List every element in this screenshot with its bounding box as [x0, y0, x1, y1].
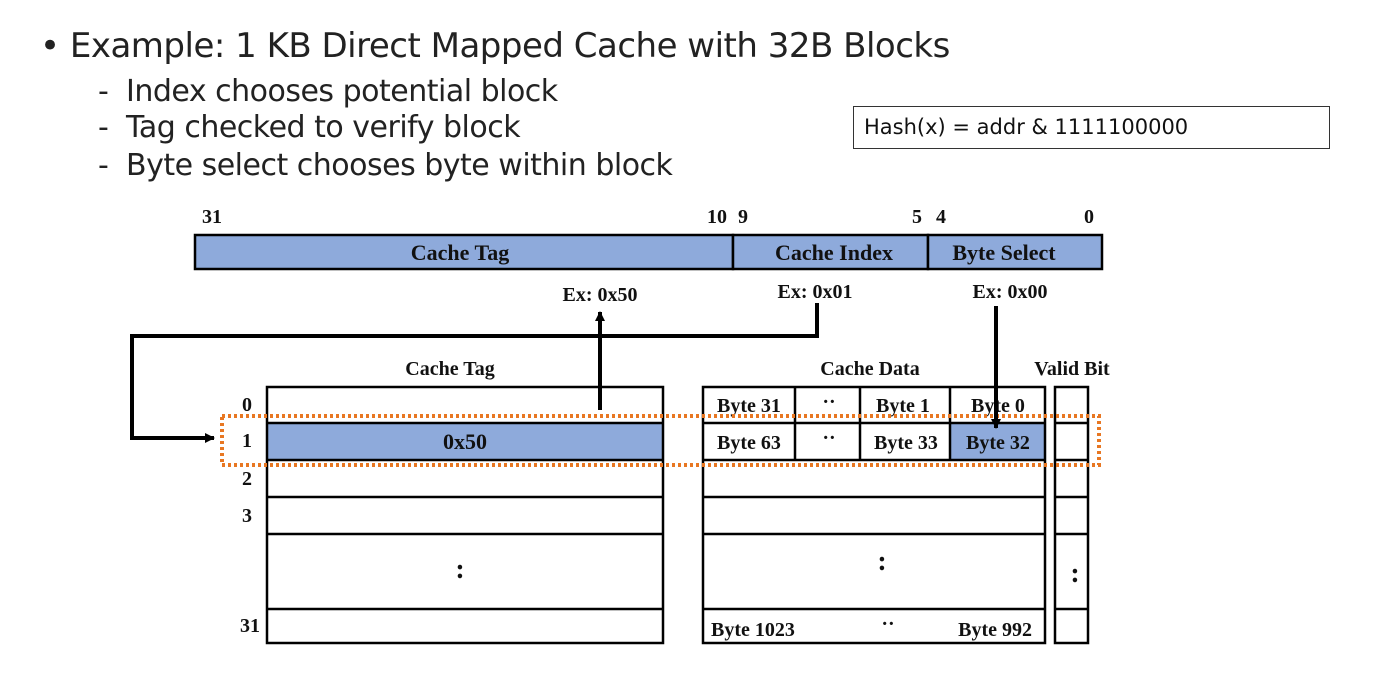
cache-data-column: Byte 31 ·· Byte 1 Byte 0 Byte 63 ·· Byte…: [701, 385, 1047, 645]
bullet-dash: -: [98, 74, 109, 109]
row-highlight-outline: [220, 414, 1101, 467]
byte-1023: Byte 1023: [711, 619, 795, 641]
field-byte-select-label: Byte Select: [952, 240, 1056, 265]
bullet-sub-text: Tag checked to verify block: [126, 110, 521, 145]
row-label-2: 2: [242, 468, 252, 490]
bullet-sub-tag: -Tag checked to verify block: [98, 110, 521, 145]
example-tag: Ex: 0x50: [563, 284, 638, 306]
bit-label-0: 0: [1084, 206, 1094, 228]
bullet-sub-byte: -Byte select chooses byte within block: [98, 148, 673, 183]
row-label-0: 0: [242, 394, 252, 416]
byte-33: Byte 33: [874, 432, 938, 454]
cache-data-border: [701, 385, 1047, 645]
bit-label-10: 10: [707, 206, 727, 228]
byte-32: Byte 32: [966, 432, 1030, 454]
valid-bit-border: [1053, 385, 1090, 645]
field-cache-tag-label: Cache Tag: [411, 240, 509, 265]
bit-label-5: 5: [912, 206, 922, 228]
last-row-dots: ··: [881, 613, 894, 635]
tag-value: 0x50: [443, 429, 487, 454]
row-label-3: 3: [242, 505, 252, 527]
bit-label-31: 31: [202, 206, 222, 228]
cache-tag-header: Cache Tag: [405, 358, 494, 380]
row1-dots: ··: [822, 427, 835, 449]
byte-31: Byte 31: [717, 395, 781, 417]
row0-dots: ··: [822, 391, 835, 413]
row-label-1: 1: [242, 430, 252, 452]
field-cache-tag: [193, 233, 735, 271]
bullet-dash: -: [98, 148, 109, 183]
cache-tag-column: 0x50 :: [265, 385, 665, 645]
field-cache-index-label: Cache Index: [775, 240, 893, 265]
highlighted-byte-cell: [950, 423, 1045, 459]
bullet-sub-index: -Index chooses potential block: [98, 74, 558, 109]
hash-function-box: Hash(x) = addr & 1111100000: [853, 106, 1330, 149]
cache-tag-border: [265, 385, 665, 645]
cache-data-header: Cache Data: [820, 358, 919, 380]
field-byte-select: [926, 233, 1104, 271]
bullet-dash: -: [98, 110, 109, 145]
byte-63: Byte 63: [717, 432, 781, 454]
byte-1: Byte 1: [876, 395, 930, 417]
bit-label-9: 9: [738, 206, 748, 228]
example-index: Ex: 0x01: [778, 281, 853, 303]
bit-label-4: 4: [936, 206, 946, 228]
valid-bit-column: :: [1053, 385, 1090, 645]
highlighted-tag-cell: [267, 423, 663, 459]
tag-ellipsis: :: [455, 554, 464, 585]
bullet-sub-text: Index chooses potential block: [126, 74, 558, 109]
field-cache-index: [731, 233, 930, 271]
index-arrow: [130, 303, 819, 443]
byte-992: Byte 992: [958, 619, 1032, 641]
bullet-main: • Example: 1 KB Direct Mapped Cache with…: [40, 26, 950, 66]
bullet-sub-text: Byte select chooses byte within block: [126, 148, 673, 183]
data-ellipsis: :: [877, 546, 886, 577]
valid-ellipsis: :: [1070, 558, 1079, 589]
valid-bit-header: Valid Bit: [1034, 358, 1110, 380]
row-label-31: 31: [240, 615, 260, 637]
example-byte-select: Ex: 0x00: [973, 281, 1048, 303]
